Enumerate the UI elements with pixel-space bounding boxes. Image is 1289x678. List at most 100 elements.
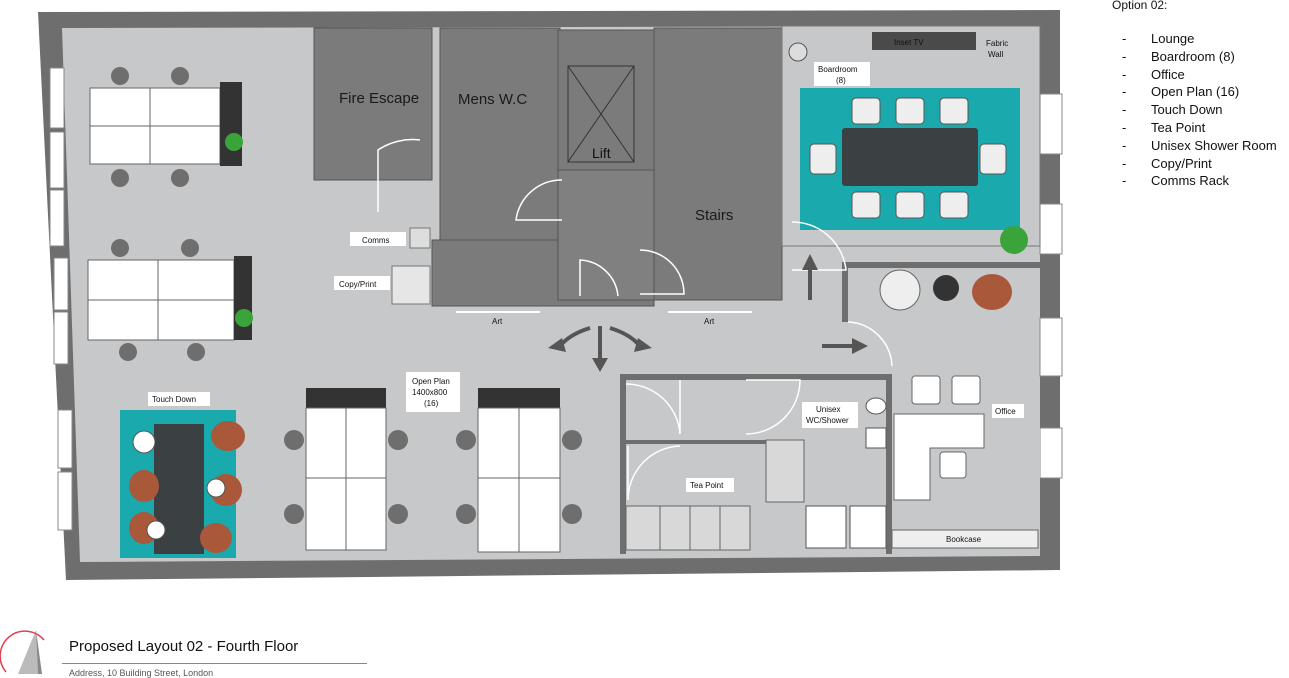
lounge-door	[847, 321, 893, 367]
unisex-label-2: WC/Shower	[806, 416, 849, 425]
right-windows	[1039, 93, 1063, 479]
lounge-table	[933, 275, 959, 301]
legend-dash: -	[1122, 31, 1127, 46]
legend-item: - Lounge	[1112, 30, 1289, 48]
legend-item-label: Comms Rack	[1151, 173, 1230, 189]
plants	[225, 133, 1028, 327]
legend-item-label: Open Plan (16)	[1151, 84, 1240, 100]
office-label: Office	[995, 407, 1016, 416]
legend-item-label: Unisex Shower Room	[1151, 137, 1277, 153]
legend-dash: -	[1122, 102, 1127, 118]
fabric-wall-label-2: Wall	[988, 50, 1003, 59]
legend-item-label: Touch Down	[1151, 102, 1223, 118]
printer-icon	[391, 265, 431, 305]
boardroom-chairs	[809, 97, 1007, 219]
legend-dash: -	[1122, 155, 1127, 171]
boardroom-clock-icon	[788, 42, 808, 62]
fire-escape-label: Fire Escape	[339, 90, 419, 107]
legend-item-label: Tea Point	[1151, 119, 1206, 135]
tea-point-label: Tea Point	[690, 481, 724, 490]
legend-item: - Copy/Print	[1112, 155, 1289, 173]
legend-dash: -	[1122, 119, 1127, 135]
open-plan-label-1: Open Plan	[412, 377, 450, 386]
legend-item-label: Lounge	[1151, 31, 1195, 46]
boardroom-label-box	[814, 62, 870, 86]
mens-wc-room	[439, 27, 561, 243]
desk-cluster-top	[89, 67, 242, 187]
address-subtitle: Address, 10 Building Street, London	[69, 668, 214, 678]
art-label-left: Art	[492, 317, 503, 326]
bookcase	[891, 529, 1039, 549]
core-doors	[377, 138, 685, 297]
touch-down-people	[132, 430, 226, 540]
title-block: Proposed Layout 02 - Fourth Floor Addres…	[0, 626, 380, 678]
left-windows	[49, 67, 73, 531]
open-plan-cluster-right	[456, 388, 582, 553]
lounge-wall	[846, 262, 1040, 268]
legend-item: - Office	[1112, 66, 1289, 84]
touch-down-label: Touch Down	[152, 395, 196, 404]
comms-label-box	[350, 232, 406, 246]
legend-item-label: Office	[1151, 66, 1185, 82]
wc-wall	[886, 374, 892, 554]
north-arrow-icon	[0, 630, 45, 674]
legend: Option 02: - Lounge - Boardroom (8) - Offic…	[1112, 0, 1289, 190]
legend-item-label: Copy/Print	[1151, 155, 1212, 171]
lounge-chair-1	[879, 269, 921, 311]
legend-item: - Boardroom (8)	[1112, 48, 1289, 66]
stairs-label: Stairs	[695, 207, 733, 224]
touch-down-label-box	[148, 392, 210, 406]
legend-title: Option 02:	[1112, 0, 1168, 12]
comms-label: Comms	[362, 236, 390, 245]
inset-tv-label: Inset TV	[894, 38, 924, 47]
legend-dash: -	[1122, 173, 1127, 189]
core-corridor	[557, 169, 655, 301]
open-plan-cluster-left	[284, 388, 408, 551]
comms-rack-icon	[409, 227, 431, 249]
lounge-chair-2	[972, 274, 1012, 310]
tea-point-units	[625, 439, 805, 551]
copy-print-label-box	[334, 276, 390, 290]
legend-item: - Tea Point	[1112, 119, 1289, 137]
fabric-wall-label-1: Fabric	[986, 39, 1008, 48]
wc-fixtures	[805, 397, 887, 549]
boardroom-table	[842, 128, 978, 186]
fire-escape-room	[313, 27, 433, 181]
office-label-box	[992, 404, 1024, 418]
legend-item-label: Boardroom (8)	[1151, 48, 1235, 64]
tea-point-doors	[625, 379, 801, 501]
legend-dash: -	[1122, 84, 1127, 100]
copy-print-label: Copy/Print	[339, 280, 377, 289]
title-underline	[62, 663, 367, 664]
tea-point-label-box	[686, 478, 734, 492]
unisex-label-box	[802, 402, 858, 428]
stairs-room	[653, 27, 783, 301]
legend-item: - Comms Rack	[1112, 172, 1289, 190]
tea-point-block	[622, 374, 892, 380]
boardroom-label-1: Boardroom	[818, 65, 858, 74]
floor-plan: Fire Escape Mens W.C Lift Stairs Inset T…	[38, 10, 1063, 580]
legend-dash: -	[1122, 66, 1127, 82]
circulation-arrows	[548, 254, 868, 372]
boardroom-door	[791, 221, 847, 271]
legend-list: - Lounge - Boardroom (8) - Office - Open Pla…	[1112, 30, 1289, 190]
legend-dash: -	[1122, 48, 1127, 64]
layout-title: Proposed Layout 02 - Fourth Floor	[69, 638, 299, 655]
inset-tv	[872, 32, 976, 50]
legend-dash: -	[1122, 137, 1127, 153]
mens-wc-label: Mens W.C	[458, 91, 527, 108]
boardroom-label-2: (8)	[836, 76, 846, 85]
lounge-wall-v	[842, 262, 848, 322]
tea-point-inner-wall	[626, 440, 766, 444]
unisex-label-1: Unisex	[816, 405, 840, 414]
office-furniture	[893, 375, 985, 501]
open-plan-label-box	[406, 372, 460, 412]
open-plan-label-2: 1400x800	[412, 388, 448, 397]
tea-point-wall-left	[620, 374, 626, 554]
lift-shaft	[567, 65, 635, 163]
bookcase-label: Bookcase	[946, 535, 982, 544]
legend-item: - Unisex Shower Room	[1112, 137, 1289, 155]
legend-item: - Open Plan (16)	[1112, 83, 1289, 101]
art-label-right: Art	[704, 317, 715, 326]
lift-label: Lift	[592, 145, 611, 161]
